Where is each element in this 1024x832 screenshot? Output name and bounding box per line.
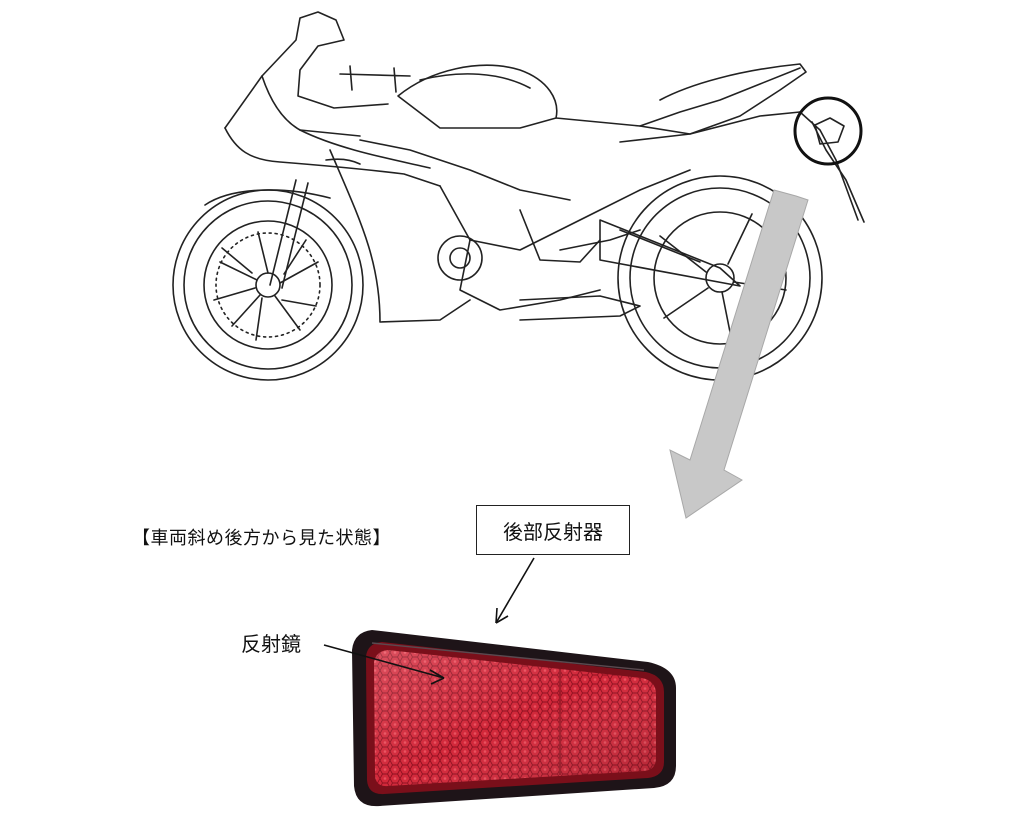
rear-reflector-highlight-icon — [793, 96, 863, 166]
rear-reflector-callout-label: 後部反射器 — [503, 519, 603, 544]
view-caption: 【車両斜め後方から見た状態】 — [132, 528, 391, 549]
callout-pointer-arrow-icon — [495, 557, 535, 624]
large-gray-arrow-icon — [669, 189, 809, 519]
lens-pointer-arrow-icon — [323, 644, 445, 685]
lens-label: 反射鏡 — [241, 632, 301, 656]
rear-reflector-callout: 後部反射器 — [476, 505, 630, 555]
reflector-photo — [352, 630, 676, 807]
front-wheel — [172, 189, 364, 381]
motorcycle-line-art — [172, 11, 865, 381]
